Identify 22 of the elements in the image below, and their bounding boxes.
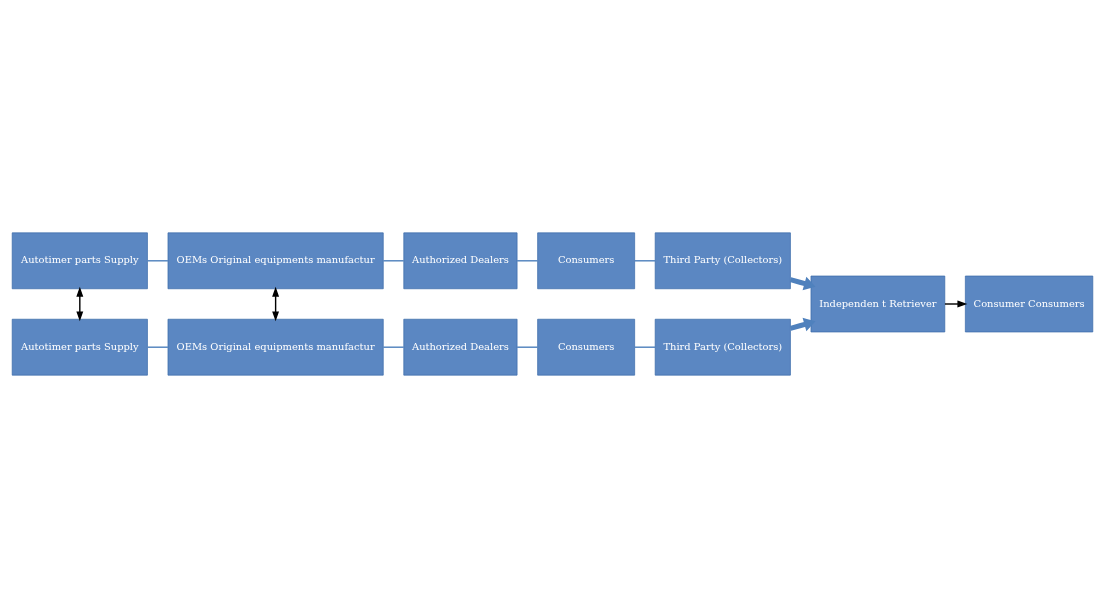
node-box: OEMs Original equipments manufactur	[167, 232, 384, 290]
arrow	[76, 286, 84, 322]
connector	[634, 260, 656, 262]
node-box: Third Party (Collectors)	[654, 232, 791, 290]
connector	[516, 260, 539, 262]
connector	[147, 346, 169, 348]
node-box: Consumers	[537, 318, 635, 376]
node-box: Authorized Dealers	[403, 318, 518, 376]
node-box: Autotimer parts Supply	[11, 318, 148, 376]
connector	[147, 260, 169, 262]
connector	[382, 346, 405, 348]
node-box: Independen t Retriever	[810, 275, 946, 333]
node-box: Consumers	[537, 232, 635, 290]
connector	[516, 346, 539, 348]
arrow	[944, 300, 968, 308]
connector	[382, 260, 405, 262]
node-box: Consumer Consumers	[965, 275, 1094, 333]
node-box: Autotimer parts Supply	[11, 232, 148, 290]
connector	[634, 346, 656, 348]
node-box: OEMs Original equipments manufactur	[167, 318, 384, 376]
node-box: Third Party (Collectors)	[654, 318, 791, 376]
node-box: Authorized Dealers	[403, 232, 518, 290]
